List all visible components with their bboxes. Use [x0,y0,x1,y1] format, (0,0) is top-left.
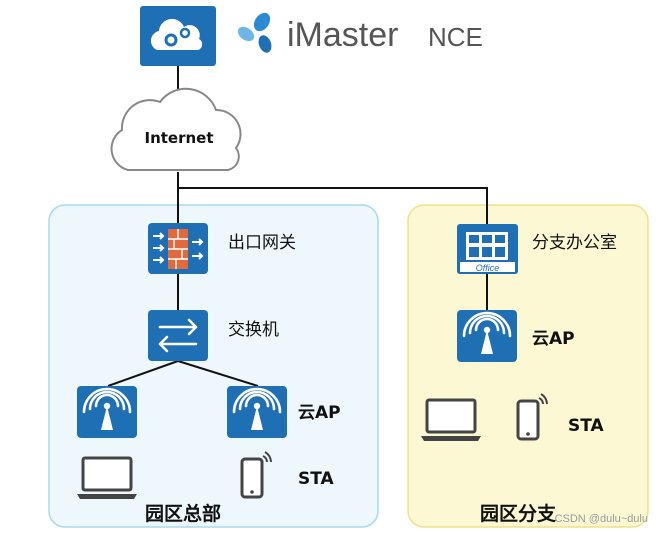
cloud-icon [110,87,242,171]
link-switch-ap-right [177,360,259,387]
switch-icon [148,310,208,361]
branch-zone [407,204,649,528]
brand-name: iMaster [287,16,398,54]
wireless-ap-icon [77,386,137,438]
wireless-ap-icon [227,386,287,438]
imaster-logo-icon [237,12,272,53]
branch-ap-label: 云AP [532,329,575,349]
link-switch-ap-left [107,360,179,387]
wireless-ap-icon [457,310,517,362]
cloud-gear-icon [140,6,216,66]
branch-zone-title: 园区分支 [480,503,557,525]
hq-ap-label: 云AP [298,403,341,423]
hq-sta-label: STA [298,469,335,489]
brand-suffix: NCE [428,22,483,52]
firewall-icon [148,223,208,274]
branch-sta-label: STA [568,416,605,436]
hq-zone [48,204,379,528]
branch-office-label: 分支办公室 [532,233,617,253]
gateway-label: 出口网关 [228,233,296,253]
links [107,66,488,387]
switch-label: 交换机 [228,320,279,340]
hq-zone-title: 园区总部 [145,502,221,525]
link-internet-branch [178,187,488,226]
office-building-icon [457,224,518,274]
watermark: CSDN @dulu~dulu [555,513,648,525]
office-badge: Office [476,263,500,273]
internet-label: Internet [144,129,213,147]
